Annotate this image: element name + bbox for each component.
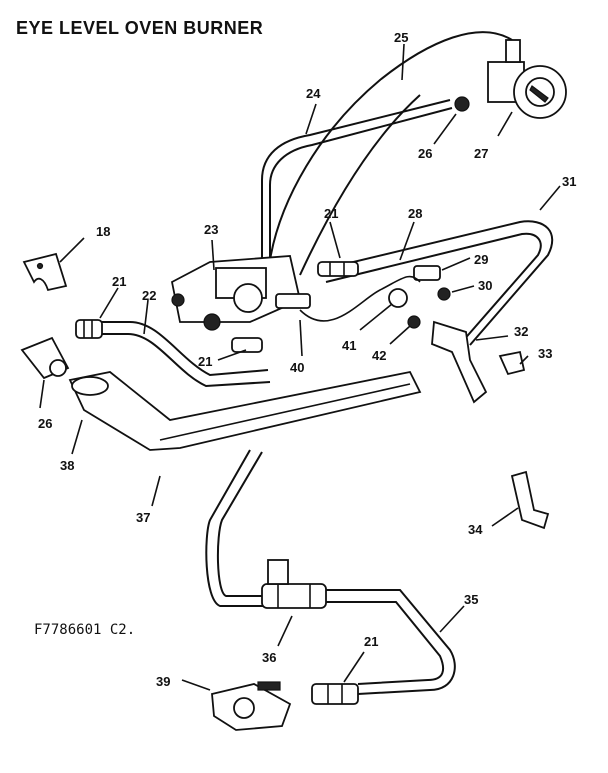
callout-29: 29: [474, 252, 488, 267]
orifice-30: [437, 287, 451, 301]
orifice-29: [413, 265, 441, 281]
callout-21-left: 21: [112, 274, 126, 289]
tube-22: [100, 321, 269, 377]
callout-24: 24: [306, 86, 321, 101]
shutoff-valve-37: [211, 681, 292, 731]
fitting-21-mid: [231, 337, 263, 353]
tee-36: [261, 559, 327, 609]
callout-34: 34: [468, 522, 483, 537]
tube-24b: [269, 107, 453, 270]
callout-28: 28: [408, 206, 422, 221]
callout-31: 31: [562, 174, 576, 189]
callout-41: 41: [342, 338, 356, 353]
pilot-tube-25: [269, 31, 513, 261]
callout-22: 22: [142, 288, 156, 303]
callout-23: 23: [204, 222, 218, 237]
callout-26-top: 26: [418, 146, 432, 161]
fitting-21-bottom: [311, 683, 359, 705]
callout-37: 39: [156, 674, 170, 689]
manifold-pipe-31b: [325, 232, 542, 343]
lower-pipe-38: [205, 449, 264, 607]
fitting-26-top: [454, 96, 470, 112]
lower-pipe-38b: [216, 451, 264, 597]
callout-33: 33: [538, 346, 552, 361]
fitting-21-upper: [317, 261, 359, 277]
callout-21-upper: 21: [324, 206, 338, 221]
bracket-18: [22, 252, 68, 292]
callout-27: 27: [474, 146, 488, 161]
valve-27: [487, 39, 567, 119]
callout-21-bottom: 21: [364, 634, 378, 649]
burner-39: [68, 370, 422, 451]
manifold-pipe-31: [319, 220, 554, 346]
clip-34: [510, 470, 550, 530]
diagram-title: EYE LEVEL OVEN BURNER: [16, 18, 264, 38]
pipe-35b: [320, 601, 445, 685]
callout-25: 25: [394, 30, 408, 45]
thermocouple-lead: [299, 275, 421, 322]
igniter-32: [431, 320, 488, 404]
callout-26-left: 26: [38, 416, 52, 431]
callout-42: 42: [372, 348, 386, 363]
tube-24: [261, 99, 451, 270]
elbow-26-left: [20, 336, 70, 380]
callout-32: 32: [514, 324, 528, 339]
callout-leaders: [39, 43, 561, 691]
screw-42: [407, 315, 421, 329]
part-number: F7786601 C2.: [34, 622, 136, 638]
callout-35: 35: [464, 592, 478, 607]
callout-21-mid: 21: [198, 354, 212, 369]
callout-18: 18: [96, 224, 110, 239]
callout-36: 36: [262, 650, 276, 665]
callout-40: 40: [290, 360, 304, 375]
tube-22b: [100, 333, 271, 388]
pipe-35: [320, 589, 456, 695]
nut-41: [388, 288, 408, 308]
callout-38: 37: [136, 510, 150, 525]
fitting-40: [275, 293, 311, 309]
gas-valve-23: [170, 255, 302, 331]
clip-33: [498, 350, 526, 376]
callout-39: 38: [60, 458, 74, 473]
callout-30: 30: [478, 278, 492, 293]
fitting-21-left: [75, 319, 103, 339]
